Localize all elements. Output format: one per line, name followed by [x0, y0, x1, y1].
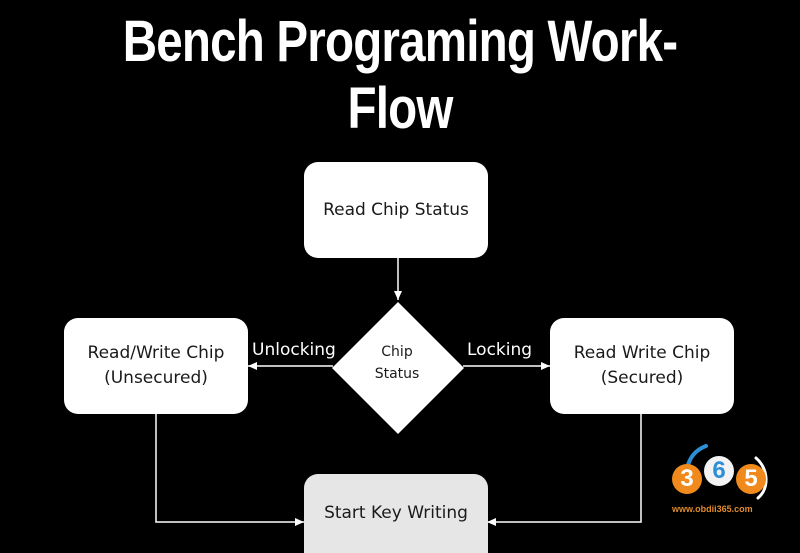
- start-key-writing-label: Start Key Writing: [324, 503, 468, 524]
- unlocking-label: Unlocking: [252, 340, 336, 360]
- page-title: Bench Programing Work-Flow: [122, 9, 678, 141]
- read-chip-status-box: Read Chip Status: [304, 162, 488, 258]
- start-key-writing-box: Start Key Writing: [304, 474, 488, 553]
- locking-label: Locking: [467, 340, 533, 360]
- logo-digit-3: 3: [672, 464, 702, 494]
- read-chip-status-label: Read Chip Status: [323, 199, 469, 220]
- rw-secured-box: Read Write Chip (Secured): [550, 318, 734, 414]
- chip-status-label: Chip Status: [355, 342, 439, 385]
- arrow-unsecured-to-start: [155, 414, 304, 526]
- obdii365-logo: 3 6 5: [668, 438, 778, 518]
- arrow-secured-to-start: [487, 414, 642, 526]
- rw-unsecured-box: Read/Write Chip (Unsecured): [64, 318, 248, 414]
- chip-status-line-1: Chip: [381, 344, 413, 360]
- watermark-url: www.obdii365.com: [672, 504, 753, 514]
- rw-secured-line-2: (Secured): [600, 368, 684, 388]
- logo-digit-6: 6: [704, 456, 734, 486]
- rw-unsecured-line-2: (Unsecured): [104, 368, 208, 388]
- rw-unsecured-line-1: Read/Write Chip: [87, 343, 225, 364]
- chip-status-diamond: [332, 302, 464, 434]
- rw-secured-line-1: Read Write Chip: [573, 343, 711, 364]
- chip-status-line-2: Status: [374, 365, 420, 382]
- logo-digit-5: 5: [736, 464, 766, 494]
